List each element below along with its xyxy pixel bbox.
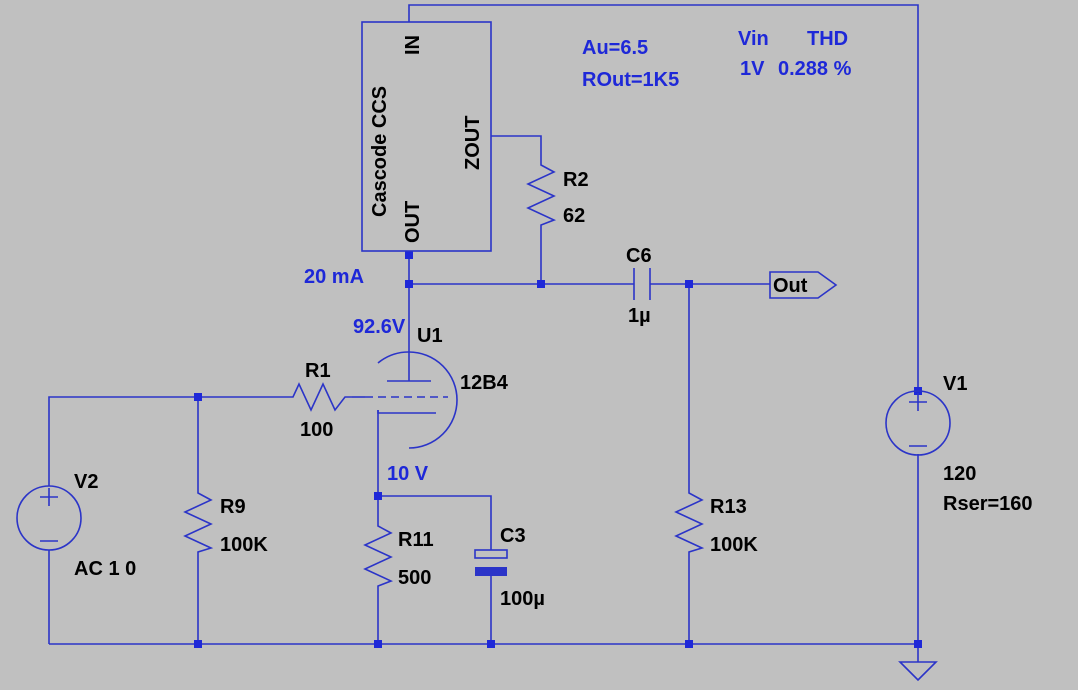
resistor-icon	[183, 485, 214, 555]
resistor-icon	[674, 485, 705, 555]
annotations: Au=6.5 ROut=1K5 Vin THD 1V 0.288 % 20 mA…	[304, 28, 852, 485]
voltage-source-v1[interactable]: V1 120 Rser=160	[885, 373, 1033, 515]
triode-u1[interactable]: U1 12B4	[365, 325, 509, 449]
junction-dot	[685, 640, 693, 648]
c6-name: C6	[626, 245, 652, 267]
wire-v2-top	[48, 396, 287, 486]
voltage-source-v2[interactable]: V2 AC 1 0	[16, 471, 136, 580]
r11-name: R11	[398, 529, 434, 551]
voltage-source-icon	[885, 390, 951, 456]
resistor-icon	[287, 382, 352, 412]
thd-header: THD	[807, 28, 848, 50]
junction-dot	[914, 640, 922, 648]
wire-zout-r2	[491, 135, 542, 157]
polarized-capacitor-icon	[474, 549, 508, 576]
voltage-source-icon	[16, 485, 82, 551]
ground-icon	[898, 661, 938, 682]
v1-rser: Rser=160	[943, 493, 1033, 515]
wire-supply-top	[408, 4, 919, 391]
gain-annotation: Au=6.5	[582, 37, 648, 59]
junction-dot	[194, 393, 202, 401]
resistor-r2[interactable]: R2 62	[526, 157, 589, 229]
resistor-r11[interactable]: R11 500	[363, 518, 434, 590]
c3-name: C3	[500, 525, 526, 547]
v1-name: V1	[943, 373, 967, 395]
v2-name: V2	[74, 471, 98, 493]
r13-name: R13	[710, 496, 747, 518]
capacitor-c6[interactable]: C6 1µ	[626, 245, 652, 327]
ccs-title: Cascode CCS	[369, 86, 391, 217]
resistor-r1[interactable]: R1 100	[287, 360, 352, 441]
cascode-ccs-block[interactable]: Cascode CCS OUT IN ZOUT	[361, 21, 492, 252]
ground-symbol	[898, 661, 938, 682]
vin-header: Vin	[738, 28, 769, 50]
junction-dot	[487, 640, 495, 648]
v1-value: 120	[943, 463, 976, 485]
u1-name: U1	[417, 325, 443, 347]
output-label: Out	[773, 275, 808, 297]
r2-name: R2	[563, 169, 589, 191]
u1-value: 12B4	[460, 372, 509, 394]
ccs-pin-out: OUT	[402, 201, 424, 243]
junction-dot	[194, 640, 202, 648]
resistor-r9[interactable]: R9 100K	[183, 485, 268, 556]
r13-value: 100K	[710, 534, 758, 556]
resistor-r13[interactable]: R13 100K	[674, 485, 758, 556]
ccs-pin-in: IN	[402, 35, 424, 55]
junction-dot	[374, 640, 382, 648]
rout-annotation: ROut=1K5	[582, 69, 679, 91]
current-annotation: 20 mA	[304, 266, 364, 288]
resistor-icon	[363, 518, 394, 590]
ccs-pin-zout: ZOUT	[462, 116, 484, 170]
junction-dot	[405, 251, 413, 259]
c3-value: 100µ	[500, 588, 545, 610]
wires	[48, 4, 919, 662]
vin-value: 1V	[740, 58, 765, 80]
r9-name: R9	[220, 496, 246, 518]
r1-value: 100	[300, 419, 333, 441]
junction-dot	[685, 280, 693, 288]
wire-cathode-c3	[378, 495, 492, 550]
r1-name: R1	[305, 360, 331, 382]
r2-value: 62	[563, 205, 585, 227]
cathode-voltage-annotation: 10 V	[387, 463, 429, 485]
r9-value: 100K	[220, 534, 268, 556]
port-arrow-icon	[769, 271, 838, 299]
plate-voltage-annotation: 92.6V	[353, 316, 406, 338]
resistor-icon	[526, 157, 557, 229]
v2-value: AC 1 0	[74, 558, 136, 580]
output-port[interactable]: Out	[769, 271, 838, 299]
c6-value: 1µ	[628, 305, 651, 327]
capacitor-c3[interactable]: C3 100µ	[474, 525, 545, 610]
junctions	[194, 251, 922, 648]
r11-value: 500	[398, 567, 431, 589]
junction-dot	[405, 280, 413, 288]
triode-icon	[365, 351, 458, 449]
thd-value: 0.288 %	[778, 58, 852, 80]
junction-dot	[537, 280, 545, 288]
capacitor-icon	[633, 268, 651, 300]
junction-dot	[374, 492, 382, 500]
